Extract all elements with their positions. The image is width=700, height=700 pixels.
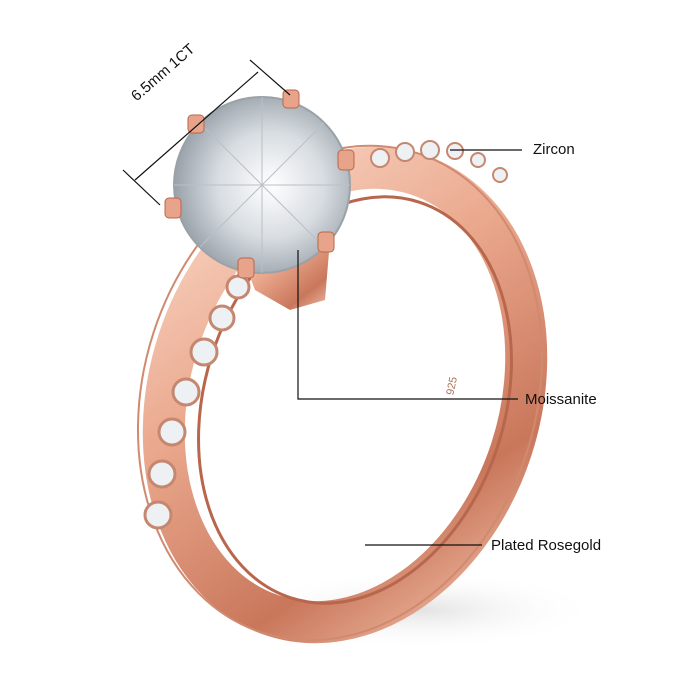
moissanite-line (297, 250, 518, 400)
side-stones-left (143, 274, 251, 530)
moissanite-label: Moissanite (525, 391, 597, 408)
callout-lines (122, 59, 522, 546)
zircon-label: Zircon (533, 141, 575, 158)
dimension-line (134, 71, 259, 181)
stone-facets (174, 97, 350, 273)
prongs (164, 89, 355, 279)
side-stones-right (370, 140, 508, 183)
plated-rosegold-label: Plated Rosegold (491, 537, 602, 554)
